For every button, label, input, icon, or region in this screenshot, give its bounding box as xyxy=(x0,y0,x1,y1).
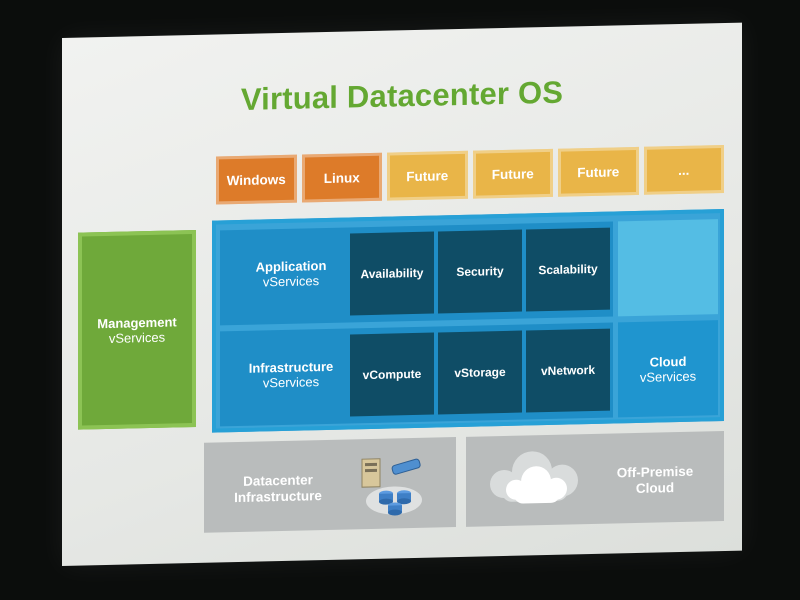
tile-availability: Availability xyxy=(350,231,434,316)
light-blue-panel xyxy=(618,219,718,317)
off-premise-cloud-box: Off-Premise Cloud xyxy=(466,430,724,527)
management-vservices-box: Management vServices xyxy=(78,229,196,430)
os-box-future-2: Future xyxy=(472,148,553,199)
datacenter-sublabel: Infrastructure xyxy=(234,488,322,506)
application-label-group: Application vServices xyxy=(232,257,350,290)
infrastructure-vservices-band: Infrastructure vServices vCompute vStora… xyxy=(220,322,613,427)
application-vservices-band: Application vServices Availability Secur… xyxy=(220,221,613,326)
tile-security: Security xyxy=(438,229,522,314)
server-storage-network-icon xyxy=(361,458,422,516)
cloud-sublabel: vServices xyxy=(639,368,697,385)
cloud-vservices-box: Cloud vServices xyxy=(618,320,718,418)
slide-title: Virtual Datacenter OS xyxy=(240,74,564,117)
datacenter-label-group: Datacenter Infrastructure xyxy=(218,472,338,507)
cloud-icon xyxy=(490,451,578,504)
os-box-more: ... xyxy=(643,144,724,195)
management-sublabel: vServices xyxy=(108,329,166,346)
offpremise-sublabel: Cloud xyxy=(635,480,675,496)
datacenter-infrastructure-box: Datacenter Infrastructure xyxy=(204,437,456,533)
offpremise-label-group: Off-Premise Cloud xyxy=(600,463,710,497)
vservices-frame: Application vServices Availability Secur… xyxy=(212,208,724,433)
projected-slide: Virtual Datacenter OS Windows Linux Futu… xyxy=(62,22,742,566)
cloud-label: Cloud xyxy=(649,353,687,370)
tile-scalability: Scalability xyxy=(526,227,610,312)
infrastructure-sublabel: vServices xyxy=(262,374,320,391)
os-box-linux: Linux xyxy=(301,152,382,203)
infrastructure-label-group: Infrastructure vServices xyxy=(232,358,350,391)
tile-vnetwork: vNetwork xyxy=(526,328,610,413)
os-box-future-1: Future xyxy=(387,150,468,201)
os-box-future-3: Future xyxy=(558,146,639,197)
tile-vstorage: vStorage xyxy=(438,330,522,415)
application-sublabel: vServices xyxy=(262,273,320,290)
os-box-windows: Windows xyxy=(216,154,297,205)
tile-vcompute: vCompute xyxy=(350,332,434,417)
os-row: Windows Linux Future Future Future ... xyxy=(216,144,724,205)
infrastructure-label: Infrastructure xyxy=(248,358,334,376)
